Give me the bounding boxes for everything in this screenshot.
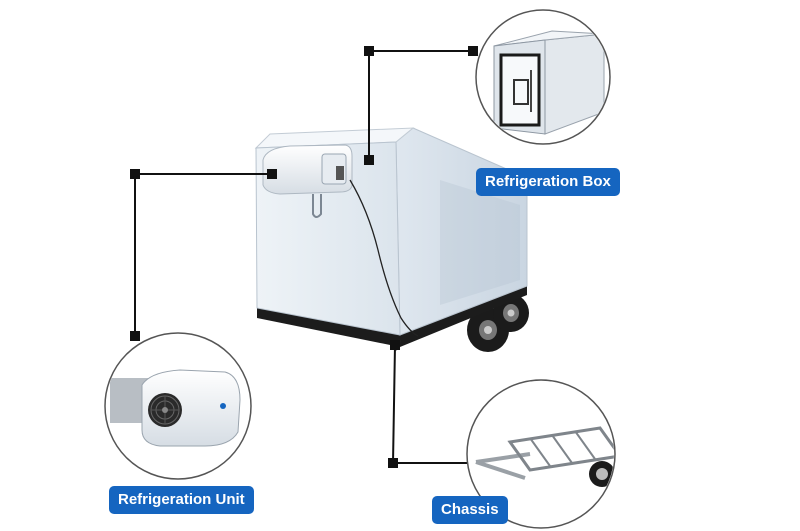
node-square (364, 46, 374, 56)
node-square (130, 169, 140, 179)
node-square (468, 46, 478, 56)
callout-refrigeration-unit (104, 332, 252, 480)
node-square (388, 458, 398, 468)
callout-chassis (466, 379, 616, 529)
node-square (364, 155, 374, 165)
mounted-refrigeration-unit (262, 144, 353, 218)
power-cable (349, 179, 419, 337)
trailer-chassis-frame (257, 285, 527, 347)
leader-line-unit (134, 173, 272, 336)
label-refrigeration-box: Refrigeration Box (476, 168, 620, 196)
door-icon (499, 53, 541, 127)
callout-refrigeration-box (475, 9, 611, 145)
label-refrigeration-unit: Refrigeration Unit (109, 486, 254, 514)
node-square (267, 169, 277, 179)
node-square (390, 340, 400, 350)
leader-line-chassis (391, 344, 474, 464)
wheel-icon (589, 461, 614, 487)
label-chassis: Chassis (432, 496, 508, 524)
node-square (130, 331, 140, 341)
fan-icon (148, 393, 182, 427)
refrigerated-trailer (254, 127, 529, 352)
